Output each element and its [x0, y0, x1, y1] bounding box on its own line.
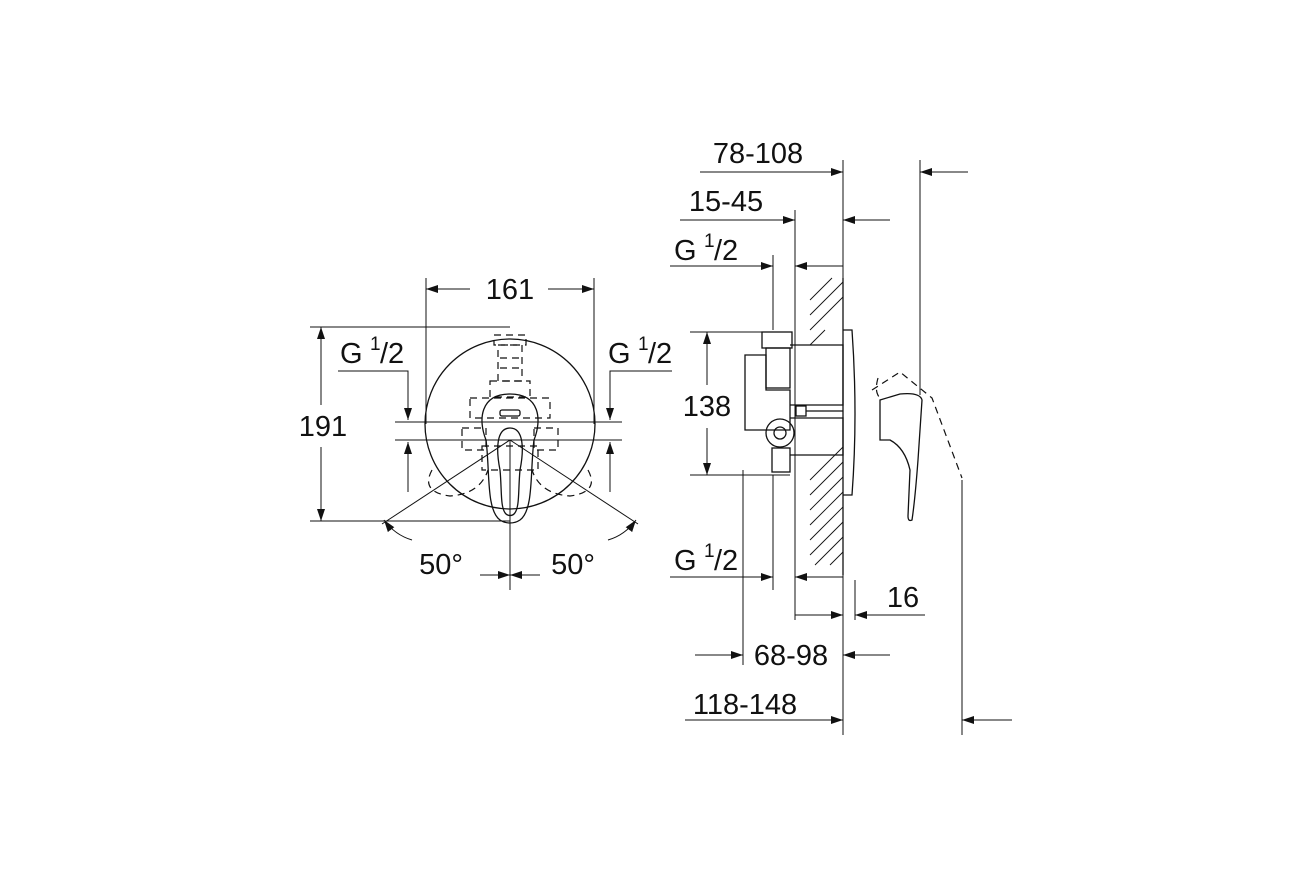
connection-left-main: G: [340, 338, 363, 370]
connection-bottom-main: G: [674, 545, 697, 577]
connection-top-sub: /2: [714, 235, 738, 267]
connection-right-sup: 1: [638, 334, 649, 355]
connection-left-sub: /2: [380, 338, 404, 370]
hidden-valve-parts: [428, 334, 592, 497]
dim-bottom-inner-label: 68-98: [754, 640, 828, 672]
connection-right-sub: /2: [648, 338, 672, 370]
connection-bottom-sup: 1: [704, 541, 715, 562]
side-lever-handle: [871, 371, 963, 522]
side-view: 78-108 15-45 G 1 /2 138 G 1 /2 16 68-98 …: [670, 138, 1012, 735]
angle-right-label: 50°: [551, 549, 595, 581]
body-height-label: 138: [683, 391, 731, 423]
rosette-depth-label: 16: [887, 582, 919, 614]
dim-top-outer-label: 78-108: [713, 138, 803, 170]
dim-bottom-outer-label: 118-148: [693, 689, 797, 721]
connection-bottom-sub: /2: [714, 545, 738, 577]
connection-top-sup: 1: [704, 231, 715, 252]
width-label: 161: [486, 274, 534, 306]
front-view: 161 191 G 1 /2 G 1 /2 50° 50°: [299, 274, 672, 590]
valve-body: [744, 331, 844, 473]
connection-right-main: G: [608, 338, 631, 370]
connection-left-sup: 1: [370, 334, 381, 355]
connection-top-main: G: [674, 235, 697, 267]
dim-top-inner-label: 15-45: [689, 186, 763, 218]
angle-left-label: 50°: [419, 549, 463, 581]
wall-hatching: [809, 277, 844, 575]
height-label: 191: [299, 411, 347, 443]
